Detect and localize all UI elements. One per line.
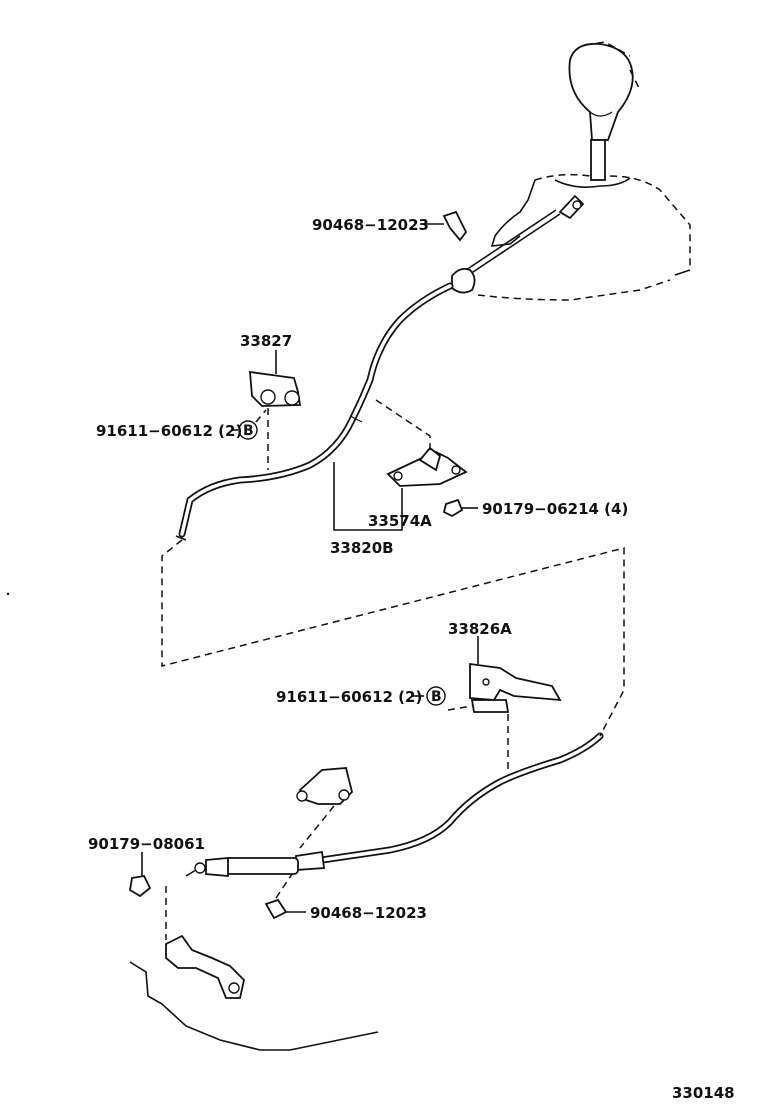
shift-lever-assembly	[477, 41, 691, 301]
label-90468-12023-top: 90468−12023	[312, 216, 429, 234]
label-33820B: 33820B	[330, 539, 394, 557]
label-90179-06214: 90179−06214 (4)	[482, 500, 628, 518]
bracket-33826A-shape	[447, 636, 562, 770]
label-33826A: 33826A	[448, 620, 512, 638]
shift-cable-lower	[185, 732, 604, 877]
cable-continuation-dashed	[161, 539, 625, 737]
marker-b-top: B	[232, 409, 267, 440]
shift-cable-upper	[175, 209, 561, 541]
figure-number: 330148	[672, 1084, 735, 1102]
leader-33820B	[333, 462, 403, 531]
label-91611-60612-mid: 91611−60612 (2)	[276, 688, 422, 706]
clip-90468-top-shape	[420, 210, 468, 242]
label-91611-60612-top: 91611−60612 (2)	[96, 422, 242, 440]
label-90468-12023-bottom: 90468−12023	[310, 904, 427, 922]
clip-90468-bottom-shape	[264, 873, 306, 920]
transmission-bracket	[129, 934, 379, 1051]
marker-b-mid: B	[412, 686, 446, 706]
cable-mount-bracket	[296, 767, 353, 849]
label-90179-08061: 90179−08061	[88, 835, 205, 853]
nut-90179-06214-shape	[442, 498, 478, 518]
label-33827: 33827	[240, 332, 292, 350]
retainer-33574A-shape	[375, 399, 468, 512]
bracket-33827-shape	[249, 350, 302, 470]
nut-90179-08061-shape	[129, 852, 167, 940]
marker-b-top-label: B	[243, 423, 254, 439]
stray-dot	[6, 592, 10, 596]
label-33574A: 33574A	[368, 512, 432, 530]
marker-b-mid-label: B	[431, 689, 442, 705]
